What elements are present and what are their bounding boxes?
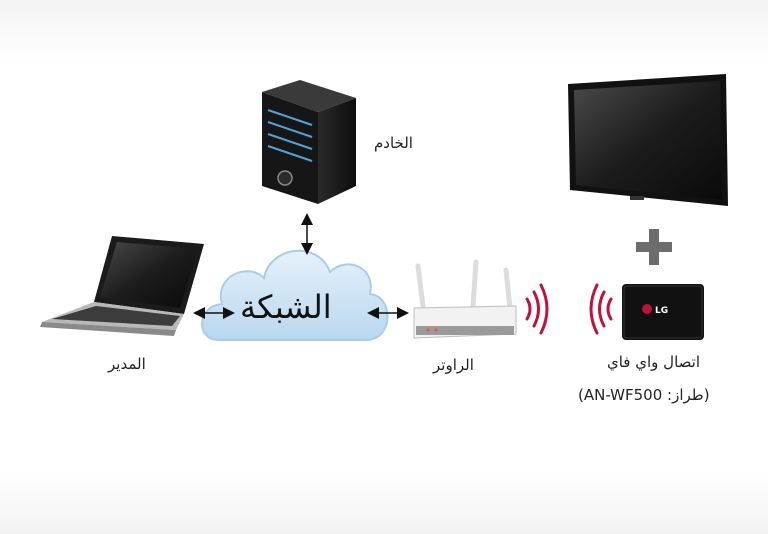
wifi-module-label: اتصال واي فاي <box>607 353 700 371</box>
display-icon <box>568 74 728 206</box>
router-label: الراوتر <box>433 356 474 374</box>
wifi-waves-dongle <box>589 283 613 335</box>
cloud-icon <box>201 249 389 341</box>
brand-logo: LG <box>655 306 668 316</box>
server-tower-icon <box>262 80 356 204</box>
manager-label: المدير <box>108 355 146 373</box>
network-label: الشبكة <box>240 288 332 326</box>
wifi-dongle-icon: LG <box>622 284 704 340</box>
laptop-icon <box>40 236 204 336</box>
plus-icon <box>636 229 672 265</box>
server-label: الخادم <box>374 134 413 152</box>
wifi-waves-router <box>525 283 549 335</box>
router-icon <box>413 259 517 339</box>
wifi-module-model-label: (طراز: AN-WF500) <box>578 386 710 404</box>
